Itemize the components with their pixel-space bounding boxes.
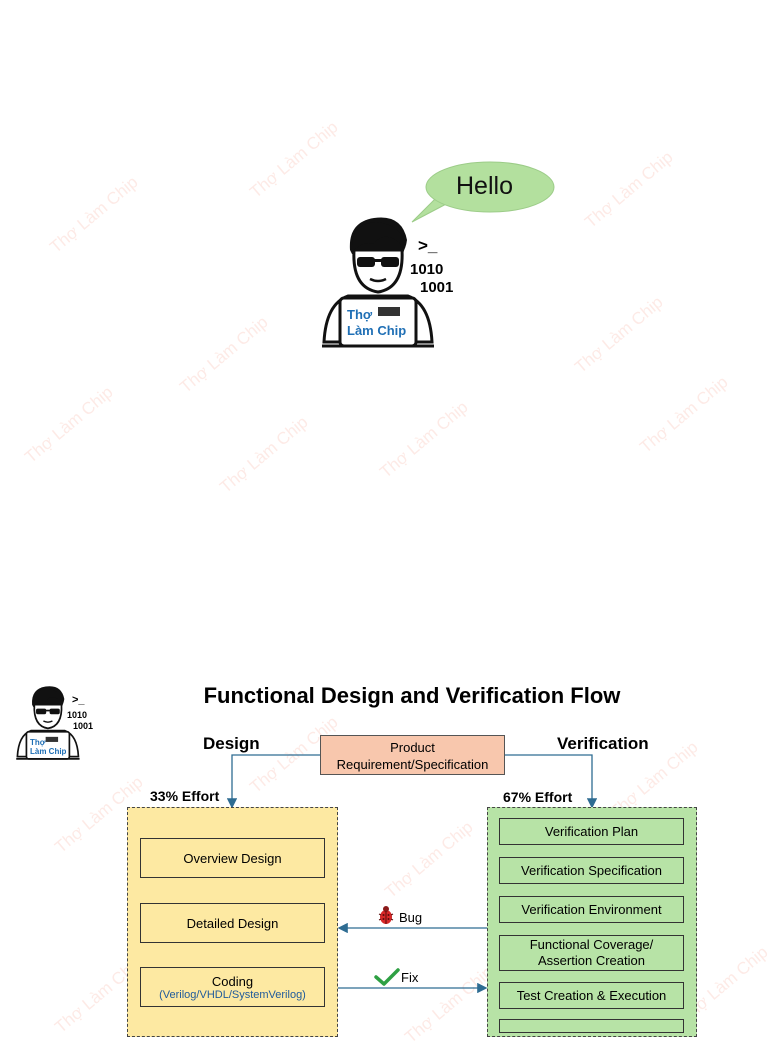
design-step-sublabel: (Verilog/VHDL/SystemVerilog) [159, 988, 306, 1001]
verification-step-coverage: Functional Coverage/ Assertion Creation [499, 935, 684, 971]
design-heading: Design [203, 734, 260, 753]
laptop-text-2: Làm Chip [30, 747, 67, 756]
design-step-detailed: Detailed Design [140, 903, 325, 943]
design-step-overview: Overview Design [140, 838, 325, 878]
spec-line-2: Requirement/Specification [336, 757, 489, 772]
verification-step-label: Verification Specification [521, 862, 662, 878]
watermark-text: Thợ Làm Chip [581, 147, 677, 232]
design-step-coding: Coding (Verilog/VHDL/SystemVerilog) [140, 967, 325, 1007]
hacker-mascot-icon [322, 217, 434, 348]
mascot-binary-2: 1001 [420, 279, 454, 296]
watermark-text: Thợ Làm Chip [571, 292, 667, 377]
verification-step-label: Test Creation & Execution [516, 987, 667, 1003]
speech-bubble: Hello [410, 160, 560, 226]
verification-step-label-2: Assertion Creation [538, 953, 645, 968]
bug-icon [377, 905, 395, 925]
design-step-label: Coding [211, 973, 254, 989]
watermark-text: Thợ Làm Chip [381, 817, 477, 902]
spec-line-1: Product [390, 740, 435, 755]
verification-step-spec: Verification Specification [499, 857, 684, 884]
product-spec-box: Product Requirement/Specification [320, 735, 505, 775]
verification-heading: Verification [557, 734, 649, 753]
verification-step-partial [499, 1019, 684, 1033]
mascot-logo: >_ 1010 1001 Thợ Làm Chip [312, 210, 462, 355]
laptop-text-1: Thợ [347, 307, 373, 322]
mascot-binary-2: 1001 [73, 721, 94, 731]
laptop-text-1: Thợ [30, 738, 46, 747]
design-step-label: Overview Design [183, 850, 282, 866]
watermark-text: Thợ Làm Chip [376, 397, 472, 482]
speech-bubble-shape [411, 161, 555, 223]
spec-to-design-arrow [226, 754, 320, 809]
mascot-logo-small: >_ 1010 1001 Thợ Làm Chip [10, 682, 96, 764]
mascot-binary-1: 1010 [67, 710, 88, 720]
verification-step-test: Test Creation & Execution [499, 982, 684, 1009]
verification-step-label: Verification Environment [521, 901, 662, 917]
checkmark-icon [374, 967, 400, 987]
speech-bubble-text: Hello [456, 172, 513, 200]
bug-label: Bug [399, 910, 423, 925]
laptop-text-2: Làm Chip [347, 323, 407, 338]
verification-step-environment: Verification Environment [499, 896, 684, 923]
hacker-mascot-icon [16, 686, 80, 760]
mascot-binary-1: 1010 [410, 261, 444, 278]
watermark-text: Thợ Làm Chip [636, 372, 732, 457]
watermark-text: Thợ Làm Chip [176, 312, 272, 397]
verification-step-plan: Verification Plan [499, 818, 684, 845]
watermark-text: Thợ Làm Chip [21, 382, 117, 467]
verification-step-label: Functional Coverage/ [529, 937, 654, 952]
verification-effort: 67% Effort [503, 789, 573, 805]
watermark-text: Thợ Làm Chip [246, 117, 342, 202]
diagram-title: Functional Design and Verification Flow [203, 683, 621, 708]
watermark-text: Thợ Làm Chip [46, 172, 142, 257]
design-effort: 33% Effort [150, 788, 220, 804]
design-step-label: Detailed Design [186, 915, 279, 931]
watermark-text: Thợ Làm Chip [216, 412, 312, 497]
fix-label: Fix [401, 970, 419, 985]
verification-step-label: Verification Plan [544, 823, 639, 839]
mascot-prompt: >_ [418, 236, 438, 255]
mascot-prompt: >_ [72, 694, 85, 706]
